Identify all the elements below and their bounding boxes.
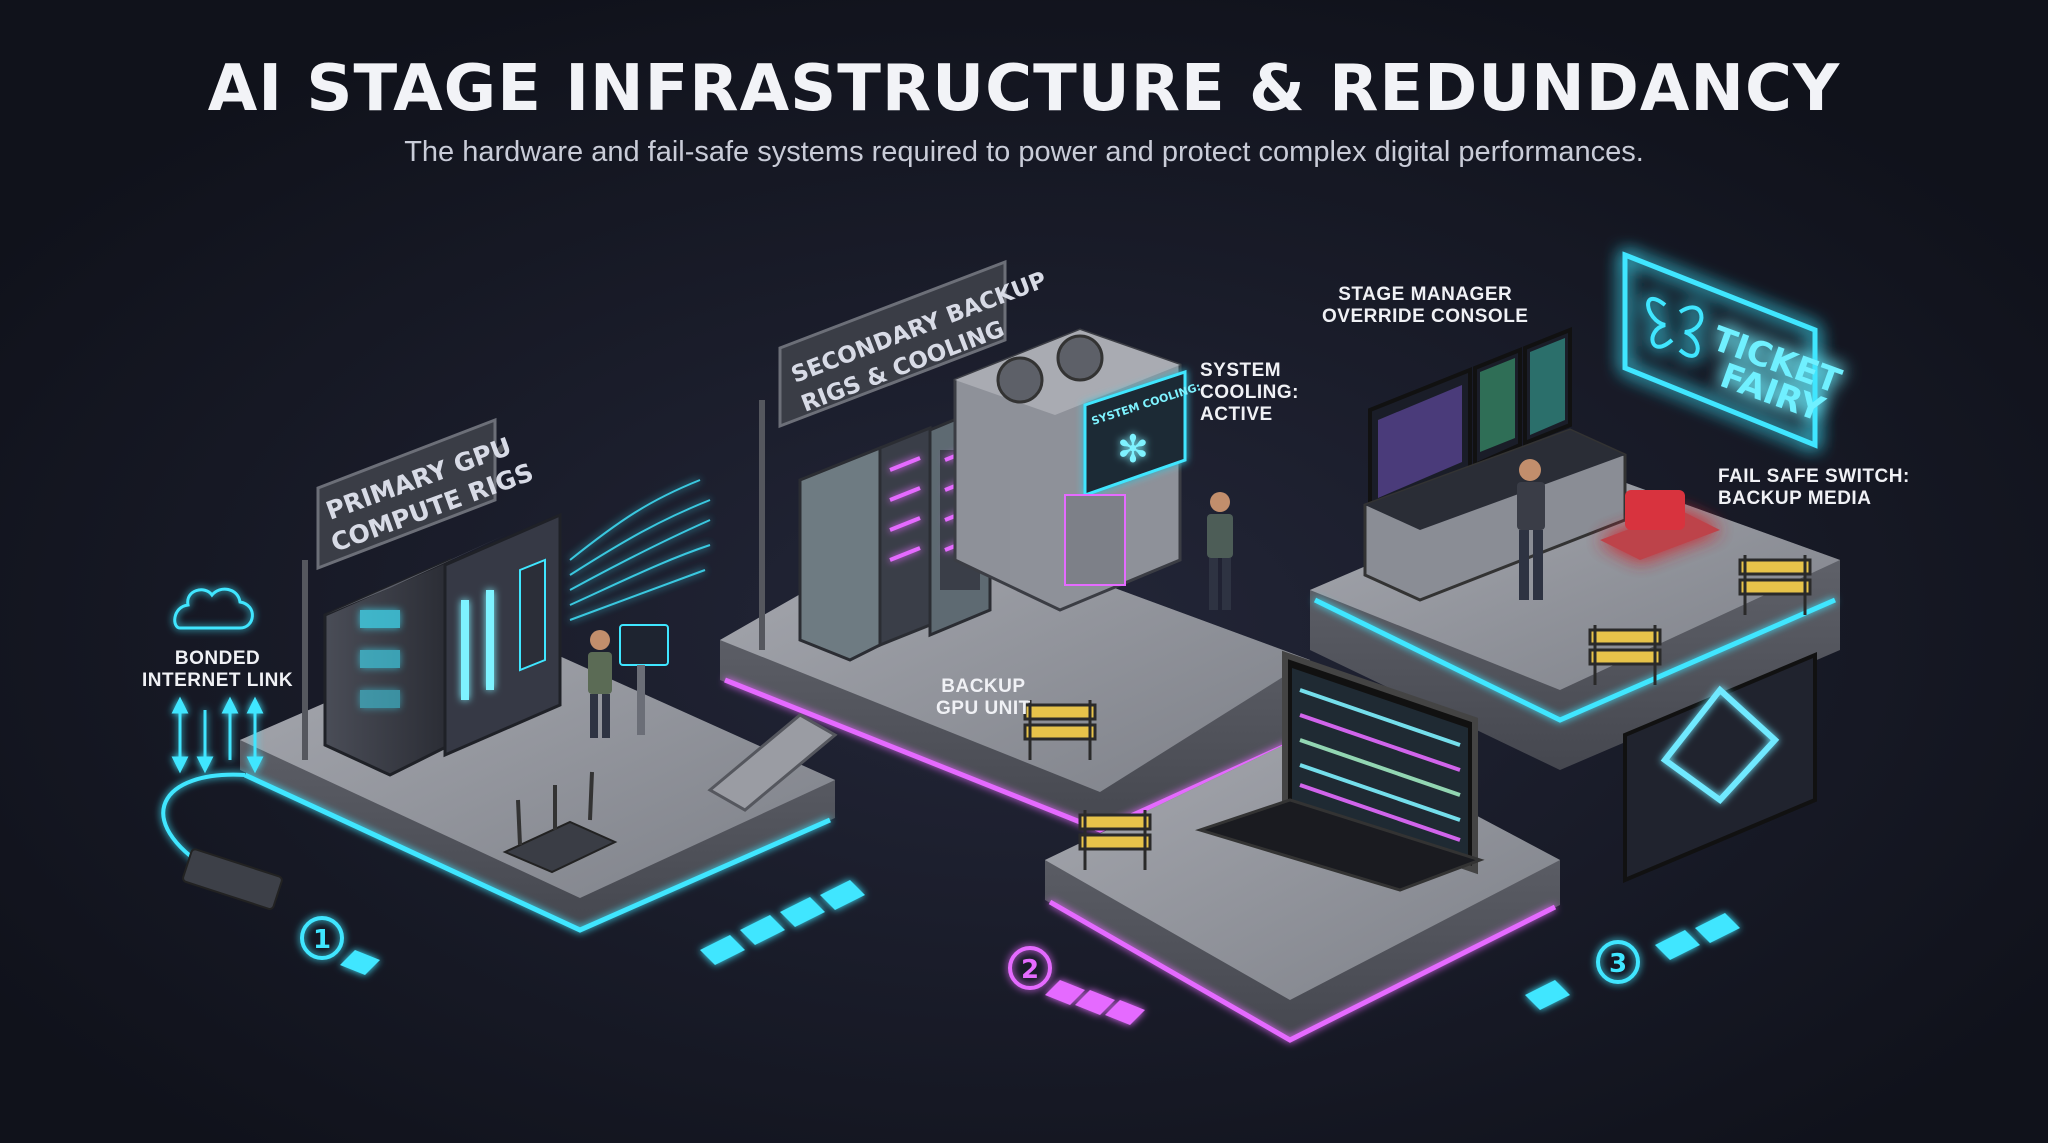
step-2-number: 2 <box>1021 955 1039 985</box>
label-backup-line-2: GPU UNIT <box>936 698 1031 719</box>
step-marker-1: 1 <box>300 916 380 975</box>
snowflake-icon: ✻ <box>1117 427 1149 471</box>
label-bonded-line-2: INTERNET LINK <box>142 670 294 691</box>
technician-cooling <box>1207 492 1233 610</box>
label-cooling-line-2: COOLING: <box>1200 382 1299 403</box>
step-marker-2: 2 <box>1008 946 1145 1025</box>
label-stage-manager: STAGE MANAGER OVERRIDE CONSOLE <box>1322 284 1528 328</box>
led-wall <box>1195 650 1485 892</box>
bonded-router <box>182 848 283 910</box>
label-failsafe-line-2: BACKUP MEDIA <box>1718 488 1872 509</box>
label-stage-line-2: OVERRIDE CONSOLE <box>1322 306 1529 327</box>
data-stream-lines <box>569 479 711 621</box>
label-bonded-line-1: BONDED <box>174 648 261 669</box>
media-display-screen <box>1623 651 1817 884</box>
up-down-arrows-icon <box>171 696 264 774</box>
butterfly-icon <box>1646 296 1704 358</box>
ramp <box>707 713 838 812</box>
barrier-stage <box>1078 810 1152 870</box>
step-marker-3: 3 <box>1596 940 1640 984</box>
page-subtitle: The hardware and fail-safe systems requi… <box>404 136 1644 168</box>
label-stage-line-1: STAGE MANAGER <box>1338 284 1513 305</box>
bonded-cable <box>161 772 246 872</box>
cooling-unit: SYSTEM COOLING: ✻ <box>953 328 1202 612</box>
primary-gpu-racks <box>323 512 562 777</box>
wifi-router <box>502 771 618 874</box>
fail-safe-switch <box>1600 490 1720 560</box>
cloud-icon <box>173 587 254 630</box>
step-1-arrows <box>700 880 865 965</box>
step-3-arrows <box>1525 913 1740 1010</box>
page-title: AI STAGE INFRASTRUCTURE & REDUNDANCY <box>207 52 1841 126</box>
stage-manager-person <box>1517 459 1545 600</box>
label-system-cooling: SYSTEM COOLING: ACTIVE <box>1200 360 1299 426</box>
label-backup-gpu: BACKUP GPU UNIT <box>936 676 1031 720</box>
barrier-secondary <box>1023 700 1097 760</box>
label-fail-safe: FAIL SAFE SWITCH: BACKUP MEDIA <box>1718 466 1910 510</box>
technician-primary <box>588 624 669 738</box>
label-backup-line-1: BACKUP <box>941 676 1026 697</box>
label-bonded-internet: BONDED INTERNET LINK <box>142 648 293 692</box>
label-cooling-line-1: SYSTEM <box>1200 360 1282 381</box>
cooling-status-screen <box>1083 369 1187 498</box>
media-display-pattern <box>1660 685 1780 805</box>
step-1-number: 1 <box>313 925 331 955</box>
barrier-control-1 <box>1588 625 1662 685</box>
label-cooling-line-3: ACTIVE <box>1200 404 1273 425</box>
barrier-control-2 <box>1738 555 1812 615</box>
label-failsafe-line-1: FAIL SAFE SWITCH: <box>1718 466 1910 487</box>
step-3-number: 3 <box>1609 949 1627 979</box>
stage-manager-console <box>1363 327 1627 602</box>
